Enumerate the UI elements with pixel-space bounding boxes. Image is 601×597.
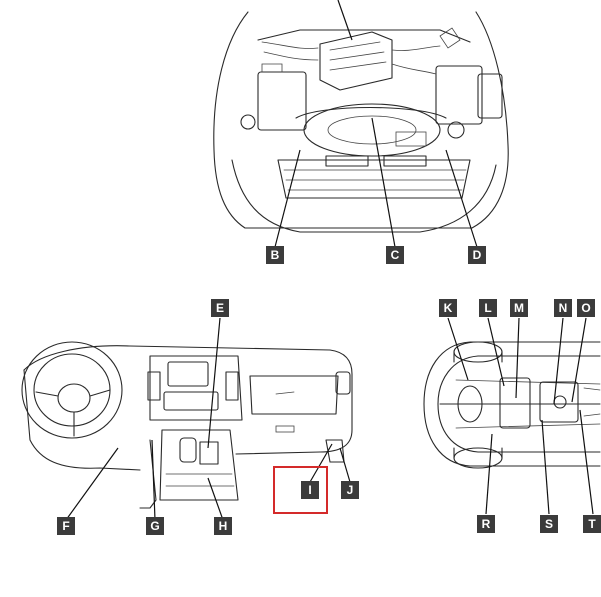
label-k: K bbox=[439, 299, 457, 317]
label-f: F bbox=[57, 517, 75, 535]
label-t: T bbox=[583, 515, 601, 533]
label-m: M bbox=[510, 299, 528, 317]
label-i[interactable]: I bbox=[301, 481, 319, 499]
label-b: B bbox=[266, 246, 284, 264]
engine-bay-illustration bbox=[213, 0, 509, 248]
svg-text:R: R bbox=[482, 517, 491, 531]
svg-text:O: O bbox=[581, 301, 590, 315]
label-d: D bbox=[468, 246, 486, 264]
label-l: L bbox=[479, 299, 497, 317]
svg-text:N: N bbox=[559, 301, 568, 315]
label-s: S bbox=[540, 515, 558, 533]
label-h: H bbox=[214, 517, 232, 535]
svg-text:I: I bbox=[308, 483, 311, 497]
label-e: E bbox=[211, 299, 229, 317]
label-n: N bbox=[554, 299, 572, 317]
svg-text:L: L bbox=[484, 301, 491, 315]
svg-text:M: M bbox=[514, 301, 524, 315]
underbody-illustration bbox=[423, 317, 601, 515]
svg-text:E: E bbox=[216, 301, 224, 315]
svg-text:J: J bbox=[347, 483, 354, 497]
svg-text:K: K bbox=[444, 301, 453, 315]
highlight-box-i bbox=[273, 466, 328, 514]
svg-text:C: C bbox=[391, 248, 400, 262]
dashboard-illustration bbox=[21, 317, 353, 521]
svg-text:H: H bbox=[219, 519, 228, 533]
label-j: J bbox=[341, 481, 359, 499]
svg-text:B: B bbox=[271, 248, 280, 262]
svg-text:G: G bbox=[150, 519, 159, 533]
svg-text:S: S bbox=[545, 517, 553, 531]
svg-text:F: F bbox=[62, 519, 69, 533]
svg-text:T: T bbox=[588, 517, 596, 531]
label-r: R bbox=[477, 515, 495, 533]
label-o: O bbox=[577, 299, 595, 317]
svg-text:D: D bbox=[473, 248, 482, 262]
label-g: G bbox=[146, 517, 164, 535]
label-c: C bbox=[386, 246, 404, 264]
